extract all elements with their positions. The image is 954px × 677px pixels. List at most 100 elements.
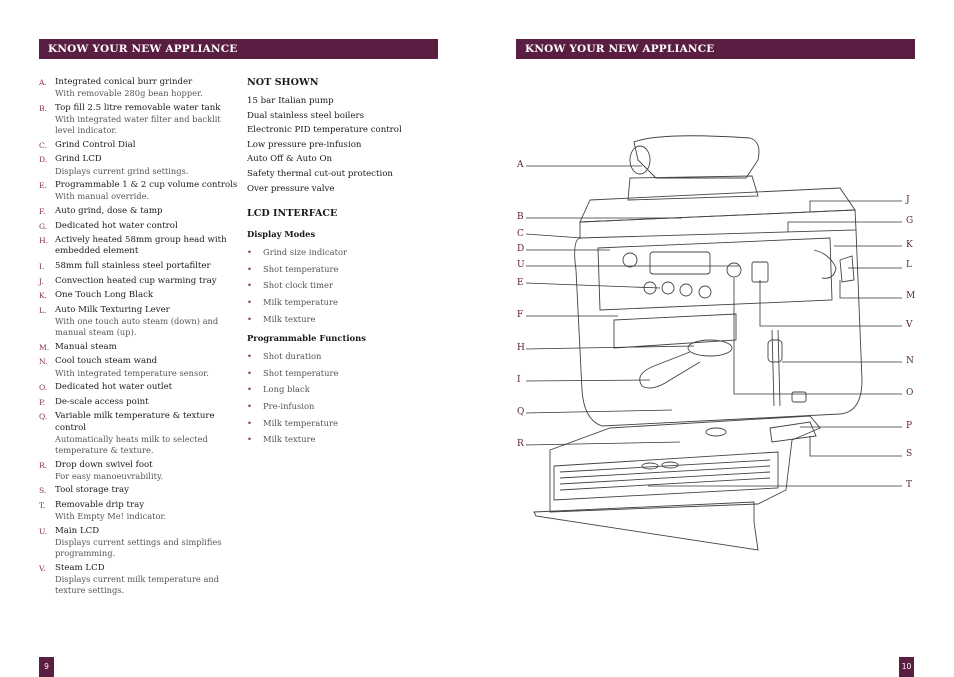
programmable-item: Milk texture <box>247 431 437 448</box>
main-lcd <box>649 251 711 275</box>
cup-warming-tray <box>579 187 856 223</box>
programmable-item: Shot temperature <box>247 365 437 382</box>
part-letter: G. <box>39 221 48 231</box>
part-item: S.Tool storage tray <box>39 485 239 496</box>
part-title: Actively heated 58mm group head with emb… <box>55 235 227 257</box>
callout-label: K <box>906 240 913 250</box>
part-title: Removable drip tray <box>55 499 145 510</box>
part-letter: M. <box>39 342 50 352</box>
part-title: Auto Milk Texturing Lever <box>55 304 170 315</box>
part-title: Main LCD <box>55 525 100 536</box>
part-title: 58mm full stainless steel portafilter <box>55 260 211 271</box>
programmable-item: Pre-infusion <box>247 398 437 415</box>
not-shown-item: Safety thermal cut-out protection <box>247 168 393 179</box>
part-letter: L. <box>39 305 47 315</box>
programmable-functions-list: Shot durationShot temperatureLong blackP… <box>247 348 437 448</box>
part-title: Grind LCD <box>55 154 102 165</box>
callout-label: G <box>906 216 914 226</box>
display-modes-item: Shot clock timer <box>247 277 437 294</box>
display-modes-item: Grind size indicator <box>247 244 437 261</box>
part-title: Top fill 2.5 litre removable water tank <box>55 102 221 113</box>
callout-label: U <box>517 260 525 270</box>
callout-label: H <box>517 343 525 353</box>
part-description: With removable 280g bean hopper. <box>55 88 203 99</box>
part-description: Displays current milk temperature and te… <box>55 573 220 596</box>
portafilter <box>639 351 701 389</box>
part-title: Cool touch steam wand <box>55 356 158 367</box>
part-item: F.Auto grind, dose & tamp <box>39 206 239 217</box>
programmable-item: Shot duration <box>247 348 437 365</box>
part-item: C.Grind Control Dial <box>39 140 239 151</box>
espresso-machine-diagram <box>525 135 902 551</box>
right-page-header: KNOW YOUR NEW APPLIANCE <box>516 39 915 59</box>
part-letter: T. <box>39 500 46 510</box>
page-number-right: 10 <box>899 657 914 677</box>
part-letter: E. <box>39 181 47 191</box>
callout-label: F <box>517 310 524 320</box>
part-item: I.58mm full stainless steel portafilter <box>39 261 239 272</box>
callout-label: V <box>906 320 913 330</box>
part-letter: P. <box>39 397 45 407</box>
part-title: Convection heated cup warming tray <box>55 275 217 286</box>
drip-tray <box>549 415 821 513</box>
callout-label: B <box>517 212 524 222</box>
not-shown-item: Low pressure pre-infusion <box>247 139 362 150</box>
part-title: Steam LCD <box>55 562 105 573</box>
not-shown-item: Auto Off & Auto On <box>247 154 333 165</box>
part-title: Grind Control Dial <box>55 139 136 150</box>
left-page-header: KNOW YOUR NEW APPLIANCE <box>39 39 438 59</box>
display-modes-item: Milk texture <box>247 311 437 328</box>
callout-label: R <box>517 439 524 449</box>
part-title: Auto grind, dose & tamp <box>55 205 163 216</box>
part-description: With integrated water filter and backlit… <box>55 114 221 136</box>
not-shown-item: 15 bar Italian pump <box>247 96 334 106</box>
display-modes-list: Grind size indicatorShot temperatureShot… <box>247 244 437 327</box>
part-item: K.One Touch Long Black <box>39 290 239 301</box>
not-shown-item: Electronic PID temperature control <box>247 125 402 136</box>
page-number-left: 9 <box>39 657 54 677</box>
part-title: Integrated conical burr grinder <box>55 77 193 87</box>
callout-label: Q <box>517 407 525 417</box>
part-title: Tool storage tray <box>55 485 130 496</box>
programmable-item: Milk temperature <box>247 415 437 432</box>
part-letter: O. <box>39 383 48 393</box>
part-title: One Touch Long Black <box>55 290 154 301</box>
part-letter: A. <box>39 78 47 87</box>
part-item: P. De-scale access point <box>39 397 239 408</box>
part-letter: B. <box>39 103 47 113</box>
part-description: With manual override. <box>55 191 150 202</box>
callout-label: O <box>906 388 914 398</box>
display-modes-heading: Display Modes <box>247 229 316 240</box>
part-item: J.Convection heated cup warming tray <box>39 276 239 287</box>
callout-label: M <box>906 291 916 301</box>
part-item: B. Top fill 2.5 litre removable water tan… <box>39 103 239 137</box>
part-title: De-scale access point <box>55 396 149 407</box>
part-item: H. Actively heated 58mm group head with e… <box>39 235 239 257</box>
callout-label: C <box>517 229 524 239</box>
callout-label: I <box>517 375 521 385</box>
part-item: O. Dedicated hot water outlet <box>39 382 239 393</box>
callout-label: J <box>906 195 910 205</box>
part-description: For easy manoeuvrability. <box>55 470 164 481</box>
part-title: Dedicated hot water control <box>55 220 178 231</box>
part-letter: U. <box>39 526 48 536</box>
display-modes-item: Milk temperature <box>247 294 437 311</box>
callout-label: E <box>517 278 524 288</box>
part-title: Dedicated hot water outlet <box>55 382 173 393</box>
tool-storage-tray <box>769 421 817 443</box>
part-letter: H. <box>39 236 49 246</box>
not-shown-item: Dual stainless steel boilers <box>247 110 364 121</box>
part-item: M.Manual steam <box>39 342 239 353</box>
part-letter: N. <box>39 357 48 367</box>
part-item: E.Programmable 1 & 2 cup volume controls… <box>39 180 239 202</box>
part-item: G. Dedicated hot water control <box>39 221 239 232</box>
machine-body <box>574 229 863 427</box>
part-description: Automatically heats milk to selected tem… <box>55 433 208 455</box>
